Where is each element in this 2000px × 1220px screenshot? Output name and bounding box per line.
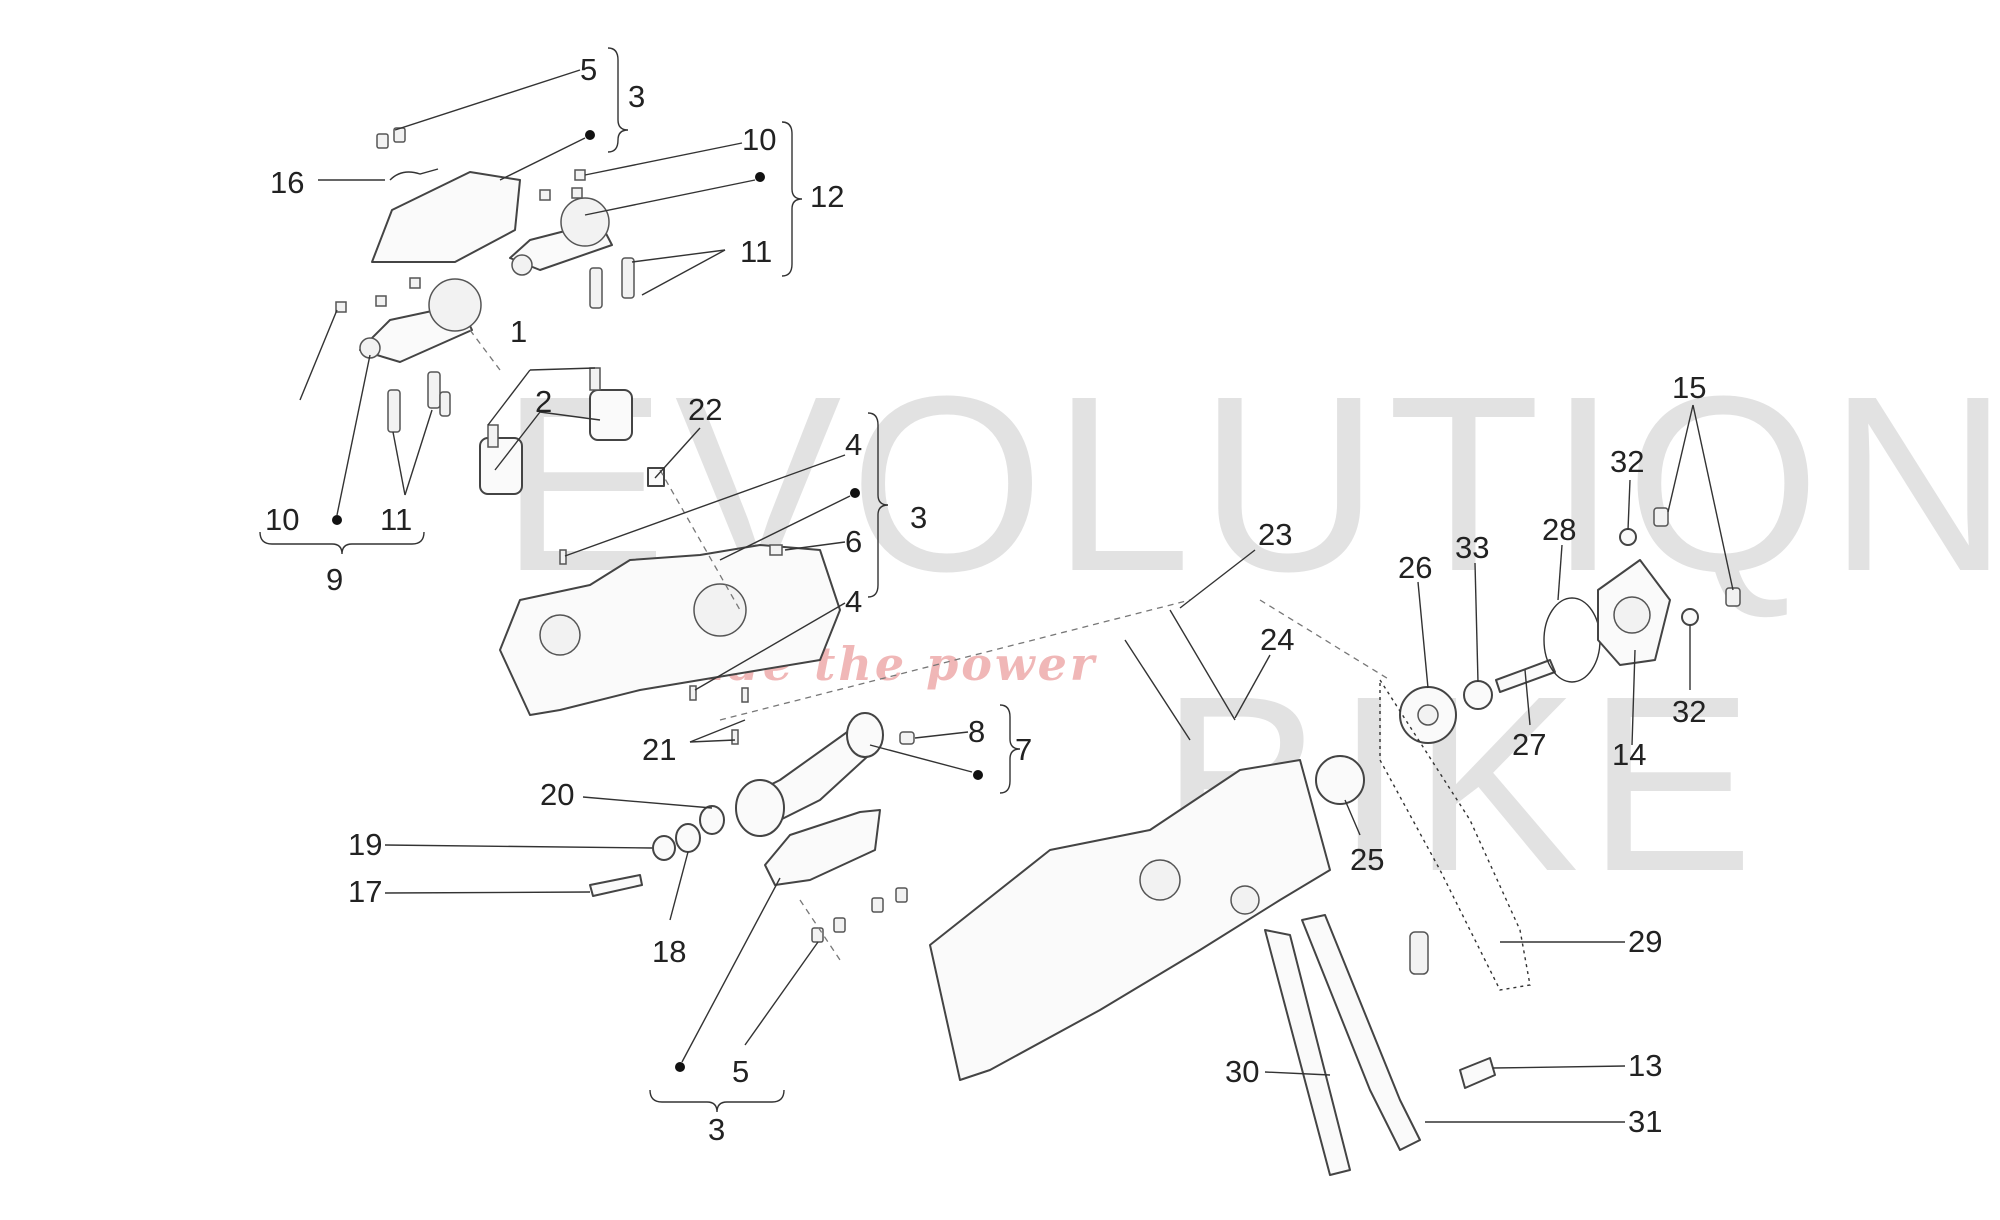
callout-17: 17 — [348, 874, 382, 909]
callout-11-left: 11 — [380, 502, 412, 537]
callout-33: 33 — [1455, 530, 1489, 565]
callout-7: 7 — [1015, 732, 1032, 767]
callout-5-top: 5 — [580, 52, 597, 87]
callout-15: 15 — [1672, 370, 1706, 405]
callout-12: 12 — [810, 179, 844, 214]
callout-4-bottom: 4 — [845, 584, 862, 619]
callout-5-bottom: 5 — [732, 1054, 749, 1089]
callout-28: 28 — [1542, 512, 1576, 547]
camshaft-7 — [735, 712, 915, 837]
chain-tensioner-31 — [1301, 914, 1421, 1151]
rocker-cover-top — [371, 171, 521, 263]
callout-23: 23 — [1258, 517, 1292, 552]
pin-21b — [731, 729, 739, 745]
callout-22: 22 — [688, 392, 722, 427]
clip-16-shape — [389, 168, 439, 181]
washer-20 — [699, 805, 725, 835]
callout-11-top: 11 — [740, 234, 772, 269]
callout-8: 8 — [968, 714, 985, 749]
callout-18: 18 — [652, 934, 686, 969]
callout-32-bottom: 32 — [1672, 694, 1706, 729]
rocker-cover-bottom — [764, 809, 881, 886]
callout-24: 24 — [1260, 622, 1294, 657]
screws-lower — [811, 887, 908, 943]
callout-3-middle: 3 — [910, 500, 927, 535]
callout-32-top: 32 — [1610, 444, 1644, 479]
pin-4a — [559, 549, 567, 565]
callout-13: 13 — [1628, 1048, 1662, 1083]
callout-3-bottom: 3 — [708, 1112, 725, 1147]
callout-31: 31 — [1628, 1104, 1662, 1139]
callout-labels: 5 3 16 10 12 11 1 2 22 4 3 6 4 10 11 9 2… — [265, 52, 1706, 1147]
timing-chain-29 — [1379, 677, 1531, 991]
bolt-13 — [1459, 1057, 1496, 1089]
dowel-6 — [769, 544, 783, 556]
screw-15-top — [1653, 507, 1669, 527]
callout-16: 16 — [270, 165, 304, 200]
callout-20: 20 — [540, 777, 574, 812]
callout-25: 25 — [1350, 842, 1384, 877]
callout-26: 26 — [1398, 550, 1432, 585]
camshaft-housing — [499, 544, 841, 716]
rocker-assembly-9 — [335, 277, 482, 433]
leader-lines — [259, 47, 1734, 1123]
stud-left — [1124, 639, 1191, 741]
gear-25 — [1315, 755, 1365, 805]
callout-30: 30 — [1225, 1054, 1259, 1089]
screw-15-bottom — [1725, 587, 1741, 607]
callout-10-left: 10 — [265, 502, 299, 537]
callout-14: 14 — [1612, 737, 1646, 772]
screw-pair-top — [376, 127, 406, 149]
callout-27: 27 — [1512, 727, 1546, 762]
washer-32-top — [1619, 528, 1637, 546]
callout-1: 1 — [510, 314, 527, 349]
bearing-33 — [1463, 680, 1493, 710]
callout-29: 29 — [1628, 924, 1662, 959]
washer-32-bottom — [1681, 608, 1699, 626]
pin-4b — [689, 685, 697, 701]
callout-2: 2 — [535, 384, 552, 419]
callout-21: 21 — [642, 732, 676, 767]
washer-18 — [675, 823, 701, 853]
callout-4-top: 4 — [845, 427, 862, 462]
bolt-17 — [589, 874, 643, 897]
callout-10-top: 10 — [742, 122, 776, 157]
callout-3-top: 3 — [628, 79, 645, 114]
tappets-2 — [479, 367, 633, 495]
washer-19 — [652, 835, 676, 861]
callout-9: 9 — [326, 562, 343, 597]
callout-19: 19 — [348, 827, 382, 862]
stud-right — [1169, 609, 1236, 721]
cylinder-head — [929, 759, 1331, 1081]
tensioner-plunger — [1409, 931, 1429, 975]
parts-drawing — [335, 127, 1741, 1176]
chain-guide-30 — [1264, 929, 1351, 1176]
rocker-assembly-12 — [509, 169, 635, 309]
callout-6: 6 — [845, 524, 862, 559]
pin-21a — [741, 687, 749, 703]
